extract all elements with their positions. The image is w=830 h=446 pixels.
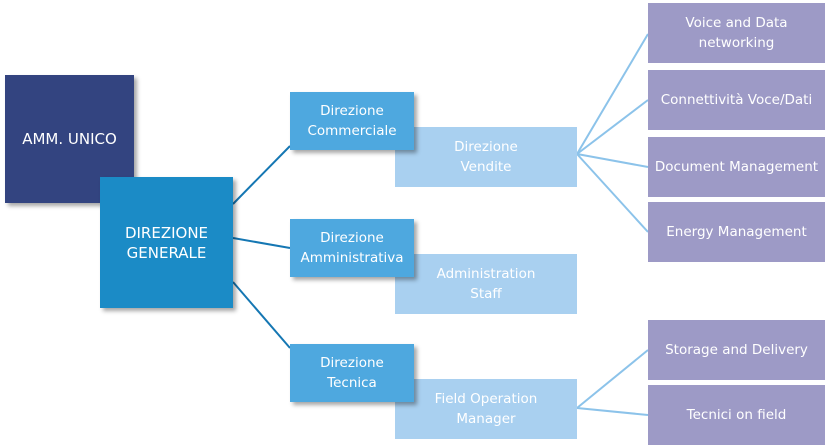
node-energy-management-label: Energy Management xyxy=(666,224,807,240)
connector-vendite-voice xyxy=(576,33,649,155)
node-tecnici-on-field-label: Tecnici on field xyxy=(686,407,787,423)
connector-vendite-energy xyxy=(576,153,649,233)
node-tecnici-on-field: Tecnici on field xyxy=(648,385,825,445)
node-document-management: Document Management xyxy=(648,137,825,197)
node-administration-staff: Administration Staff xyxy=(395,254,577,314)
node-direzione-amministrativa-label: Direzione Amministrativa xyxy=(300,230,404,266)
connector-field-storage xyxy=(576,349,649,409)
connector-generale-commerciale xyxy=(232,145,291,205)
node-connettivita-voce-dati: Connettività Voce/Dati xyxy=(648,70,825,130)
connector-generale-tecnica xyxy=(232,281,291,349)
node-field-operation-manager-label: Field Operation Manager xyxy=(434,391,538,427)
node-direzione-tecnica: Direzione Tecnica xyxy=(290,344,414,402)
node-administration-staff-label: Administration Staff xyxy=(436,266,536,302)
connector-vendite-document xyxy=(576,153,649,168)
connector-generale-amministrativa xyxy=(232,237,291,249)
node-voice-data-networking-label: Voice and Data networking xyxy=(685,15,788,51)
node-direzione-commerciale: Direzione Commerciale xyxy=(290,92,414,150)
node-amm-unico-label: AMM. UNICO xyxy=(22,130,117,148)
node-direzione-amministrativa: Direzione Amministrativa xyxy=(290,219,414,277)
node-direzione-generale-label: DIREZIONE GENERALE xyxy=(124,223,209,262)
node-connettivita-voce-dati-label: Connettività Voce/Dati xyxy=(660,92,813,108)
node-energy-management: Energy Management xyxy=(648,202,825,262)
node-document-management-label: Document Management xyxy=(654,159,819,175)
connector-field-tecnici xyxy=(576,407,649,416)
node-storage-delivery-label: Storage and Delivery xyxy=(665,342,808,358)
node-direzione-vendite: Direzione Vendite xyxy=(395,127,577,187)
node-direzione-vendite-label: Direzione Vendite xyxy=(454,139,518,175)
node-voice-data-networking: Voice and Data networking xyxy=(648,3,825,63)
node-direzione-generale: DIREZIONE GENERALE xyxy=(100,177,233,308)
node-field-operation-manager: Field Operation Manager xyxy=(395,379,577,439)
node-storage-delivery: Storage and Delivery xyxy=(648,320,825,380)
node-direzione-commerciale-label: Direzione Commerciale xyxy=(307,103,397,139)
node-direzione-tecnica-label: Direzione Tecnica xyxy=(320,355,384,391)
connector-vendite-connettivita xyxy=(576,99,649,155)
